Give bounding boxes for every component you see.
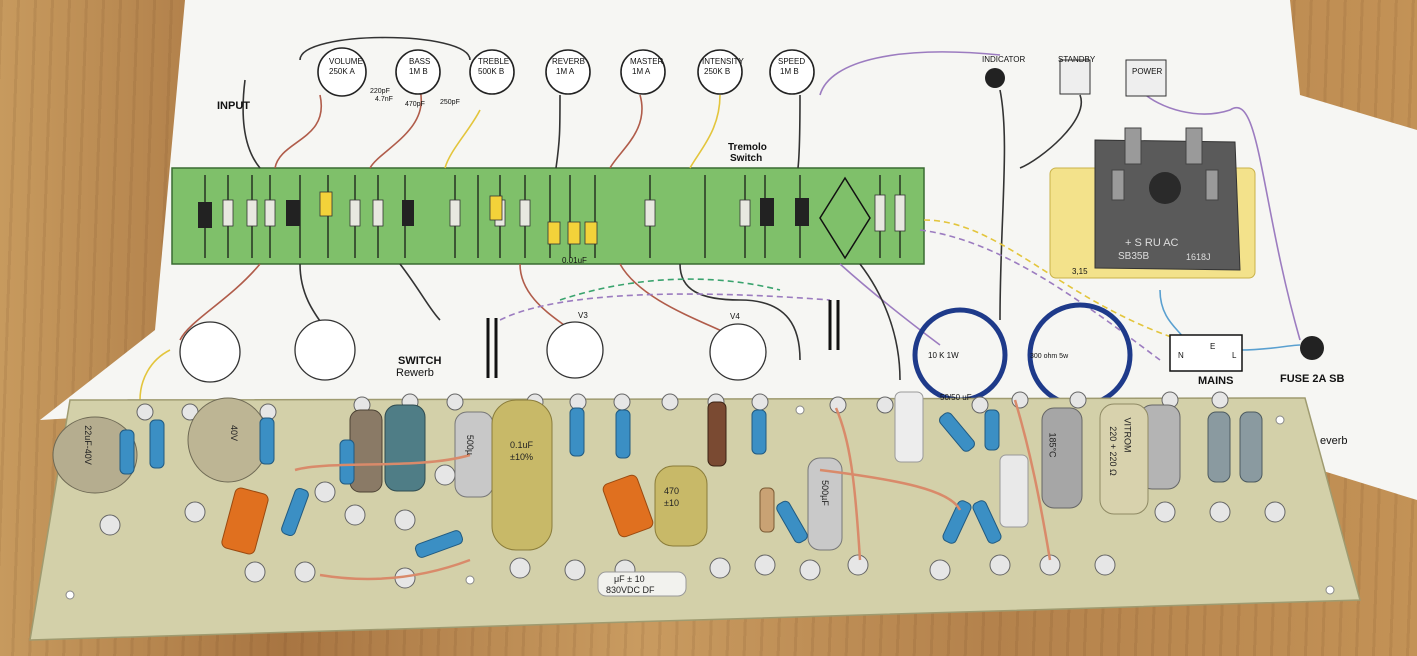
white-cap-top	[894, 391, 924, 463]
pot-reverb-name: REVERB	[552, 57, 585, 66]
tremolo-switch-label: Switch	[730, 153, 763, 164]
copper-leads	[294, 399, 1052, 581]
cap-right-marking-2: VITROM	[1122, 417, 1133, 453]
pot-master-value: 1M A	[632, 67, 651, 76]
standby-switch	[1059, 59, 1091, 95]
bridge-marking-1: + S RU AC	[1125, 237, 1179, 249]
cap-yellow2-marking-b: ±10	[664, 498, 679, 508]
turrets	[99, 391, 1286, 589]
tone-cap-3: 250pF	[440, 99, 460, 106]
res-300-label: 300 ohm 5w	[1030, 353, 1069, 360]
diagram-pots	[317, 47, 815, 97]
mains-terminal	[1169, 334, 1243, 372]
tone-cap-4: 220pF	[370, 88, 390, 95]
v315-label: 3,15	[1072, 267, 1088, 276]
cap-5050-label: 50/50 uF	[940, 393, 972, 402]
diagram-diode-bridge	[819, 176, 871, 260]
cap-001-label: 0.01uF	[562, 256, 587, 265]
tone-cap-2: 470pF	[405, 101, 425, 108]
pot-intensity-value: 250K B	[704, 67, 731, 76]
pot-intensity	[697, 49, 743, 95]
pot-speed	[769, 49, 815, 95]
carbon-resistor	[707, 401, 727, 467]
diagram-wiring	[139, 36, 1301, 401]
power-resistors	[1207, 411, 1263, 483]
pot-volume-value: 250K A	[329, 67, 355, 76]
pot-reverb-value: 1M A	[556, 67, 575, 76]
pot-bass-value: 1M B	[409, 67, 428, 76]
mains-label: MAINS	[1198, 375, 1234, 387]
pot-master	[620, 49, 666, 95]
bridge-mount-hole	[1149, 172, 1181, 204]
indicator-label: INDICATOR	[982, 55, 1026, 64]
pot-master-name: MASTER	[630, 57, 664, 66]
rewerb-label: Rewerb	[396, 367, 434, 379]
film-front-marking: 830VDC DF	[606, 585, 655, 595]
fuse-holder	[1300, 336, 1324, 360]
indicator-lamp	[985, 68, 1005, 88]
tube-v4-label: V4	[730, 312, 740, 321]
dual-cap-220	[1099, 403, 1149, 515]
tremolo-label: Tremolo	[728, 142, 767, 153]
tone-cap-1: 4.7nF	[375, 96, 393, 103]
mains-n: N	[1178, 351, 1184, 360]
diagram-transformers	[486, 300, 840, 378]
cap-right-marking-3: 185°C	[1047, 432, 1058, 458]
mains-l: L	[1232, 351, 1237, 360]
diagram-eyelet-board	[171, 167, 925, 265]
pot-volume-name: VOLUME	[329, 57, 363, 66]
bridge-marking-2: SB35B	[1118, 251, 1150, 262]
pot-treble-value: 500K B	[478, 67, 505, 76]
white-film-cap-front	[597, 571, 687, 597]
yellow-film-caps	[491, 399, 708, 551]
bridge-terminals	[1111, 127, 1219, 201]
silver-electrolytics	[52, 397, 1181, 551]
mains-e: E	[1210, 342, 1216, 351]
diagram-electrolytics	[198, 198, 809, 228]
cap-mid-marking: 40V	[229, 424, 240, 442]
pot-reverb	[545, 49, 591, 95]
pot-speed-name: SPEED	[778, 57, 806, 66]
diagram-tube-sockets	[179, 319, 767, 383]
cap-silver2-marking: 500µF	[819, 480, 830, 506]
pot-intensity-name: INTENSITY	[702, 57, 744, 66]
pot-treble	[469, 49, 515, 95]
film-front-marking-2: μF ± 10	[614, 574, 645, 584]
pot-treble-name: TREBLE	[478, 57, 510, 66]
orange-caps	[221, 474, 654, 555]
cap-yellow2-marking-a: 470	[664, 486, 680, 496]
bridge-rectifier-body	[1094, 139, 1241, 271]
cap-right-marking-1: 220 + 220 Ω	[1107, 426, 1118, 476]
tube-v3-label: V3	[578, 311, 588, 320]
cap-silver1-marking: 500µ	[465, 434, 476, 456]
power-switch	[1125, 59, 1167, 97]
cap-yellow1-marking-a: 0.1uF	[510, 440, 534, 450]
white-cap-right	[999, 454, 1029, 528]
pot-bass-name: BASS	[409, 57, 431, 66]
power-label: POWER	[1132, 67, 1163, 76]
pot-speed-value: 1M B	[780, 67, 799, 76]
everb-label: everb	[1320, 435, 1348, 447]
cap-left-marking: 22uF-40V	[82, 425, 93, 465]
pot-bass	[395, 49, 441, 95]
blue-resistors	[119, 407, 1002, 558]
tan-resistor	[759, 487, 775, 533]
fuse-label: FUSE 2A SB	[1280, 373, 1345, 385]
res-10k-label: 10 K 1W	[928, 351, 959, 360]
cap-yellow1-marking-b: ±10%	[510, 452, 533, 462]
standby-label: STANDBY	[1058, 55, 1096, 64]
diagram-caps	[319, 191, 598, 245]
bridge-marking-3: 1618J	[1186, 252, 1211, 262]
switch-label: SWITCH	[398, 355, 442, 367]
input-label: INPUT	[217, 100, 250, 112]
pot-volume	[317, 47, 367, 97]
